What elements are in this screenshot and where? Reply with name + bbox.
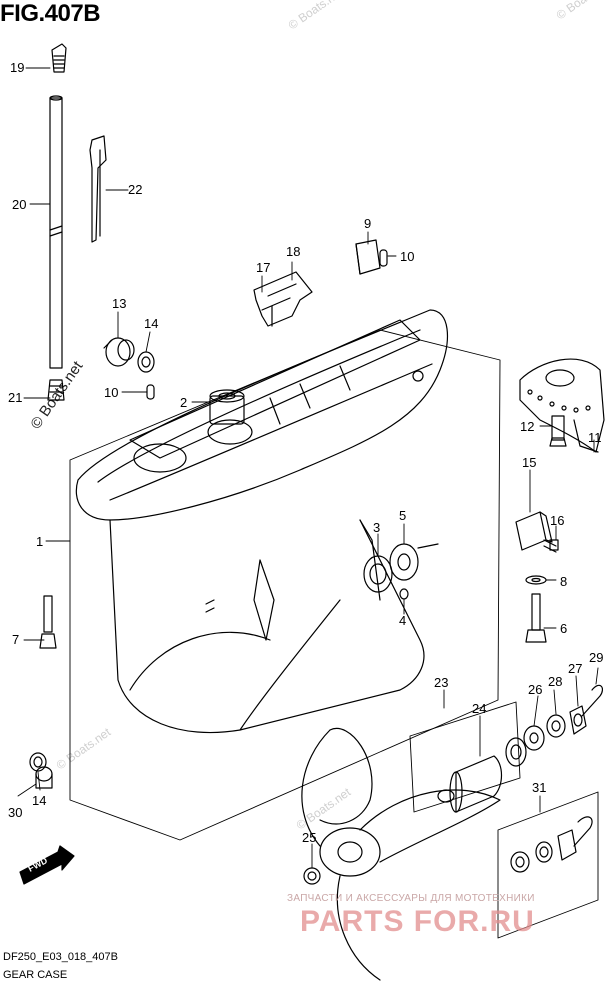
callout-labels: 19 20 22 9 10 17 18 13 14 21 10 2 12 11 … bbox=[8, 60, 603, 845]
callout-27: 27 bbox=[568, 661, 582, 676]
part-19-plug bbox=[51, 43, 67, 73]
callout-13: 13 bbox=[112, 296, 126, 311]
callout-12: 12 bbox=[520, 419, 534, 434]
callout-21: 21 bbox=[8, 390, 22, 405]
part-25-propeller bbox=[301, 727, 501, 981]
callout-24: 24 bbox=[472, 701, 486, 716]
callout-17: 17 bbox=[256, 260, 270, 275]
part-24-bushing bbox=[437, 755, 503, 813]
ad-watermark-subtitle: ЗАПЧАСТИ И АКСЕССУАРЫ ДЛЯ МОТОТЕХНИКИ bbox=[287, 893, 535, 904]
part-27-nut bbox=[569, 705, 587, 735]
part-22-clamp bbox=[89, 135, 107, 243]
callout-8: 8 bbox=[560, 574, 567, 589]
part-10-pin-left bbox=[146, 384, 155, 400]
callout-3: 3 bbox=[373, 520, 380, 535]
callout-16: 16 bbox=[550, 513, 564, 528]
part-28-washer bbox=[546, 714, 566, 738]
part-12-bolt bbox=[549, 415, 567, 447]
part-29-cotter-pin bbox=[581, 684, 604, 717]
callout-22: 22 bbox=[128, 182, 142, 197]
callout-10-top: 10 bbox=[400, 249, 414, 264]
callout-14-top: 14 bbox=[144, 316, 158, 331]
leader-lines bbox=[17, 67, 599, 869]
svg-text:© Boats.net: © Boats.net bbox=[286, 0, 346, 32]
callout-5: 5 bbox=[399, 508, 406, 523]
part-14-washer-top bbox=[137, 351, 155, 373]
part-17-18-bracket bbox=[253, 271, 313, 327]
part-23-kit-frame bbox=[409, 701, 521, 813]
washer-near-24 bbox=[505, 737, 527, 767]
svg-text:© Boats.net: © Boats.net bbox=[54, 725, 114, 773]
boats-net-watermark: © Boats.net bbox=[27, 357, 86, 432]
part-15-block bbox=[515, 511, 553, 551]
callout-18: 18 bbox=[286, 244, 300, 259]
callout-4: 4 bbox=[399, 613, 406, 628]
part-14-washer-bottom bbox=[29, 752, 47, 772]
callout-10-left: 10 bbox=[104, 385, 118, 400]
callout-28: 28 bbox=[548, 674, 562, 689]
callout-15: 15 bbox=[522, 455, 536, 470]
part-5-seal bbox=[389, 543, 419, 581]
callout-6: 6 bbox=[560, 621, 567, 636]
part-26-washer bbox=[523, 725, 545, 751]
callout-20: 20 bbox=[12, 197, 26, 212]
fwd-arrow: FWD bbox=[19, 845, 75, 885]
part-11-trim-tab bbox=[519, 358, 605, 453]
part-7-bolt bbox=[39, 595, 57, 649]
callout-25: 25 bbox=[302, 830, 316, 845]
svg-text:© Boats.net: © Boats.net bbox=[554, 0, 610, 22]
callout-26: 26 bbox=[528, 682, 542, 697]
callout-30: 30 bbox=[8, 805, 22, 820]
part-10-pin-top bbox=[379, 249, 388, 267]
callout-31: 31 bbox=[532, 780, 546, 795]
diagram-caption: GEAR CASE bbox=[3, 969, 68, 981]
callout-9: 9 bbox=[364, 216, 371, 231]
part-13-plug bbox=[103, 337, 135, 367]
part-21-seal bbox=[47, 379, 65, 401]
ad-watermark-logo: PARTS FOR.RU bbox=[300, 905, 535, 938]
callout-11: 11 bbox=[588, 430, 602, 445]
callout-29: 29 bbox=[589, 650, 603, 665]
figure-title: FIG.407B bbox=[0, 0, 101, 27]
diagram-code: DF250_E03_018_407B bbox=[3, 951, 118, 963]
part-1-gear-case bbox=[69, 309, 501, 841]
callout-23: 23 bbox=[434, 675, 448, 690]
callout-1: 1 bbox=[36, 534, 43, 549]
part-6-bolt bbox=[525, 593, 547, 643]
callout-2: 2 bbox=[180, 395, 187, 410]
callout-14-bottom: 14 bbox=[32, 793, 46, 808]
part-8-washer bbox=[525, 575, 547, 585]
part-9-anode bbox=[355, 239, 381, 275]
part-16-screw bbox=[543, 539, 559, 553]
part-31-kit-frame bbox=[497, 791, 599, 939]
callout-19: 19 bbox=[10, 60, 24, 75]
callout-7: 7 bbox=[12, 632, 19, 647]
part-4-o-ring bbox=[399, 588, 409, 600]
part-20-rod bbox=[49, 95, 63, 369]
